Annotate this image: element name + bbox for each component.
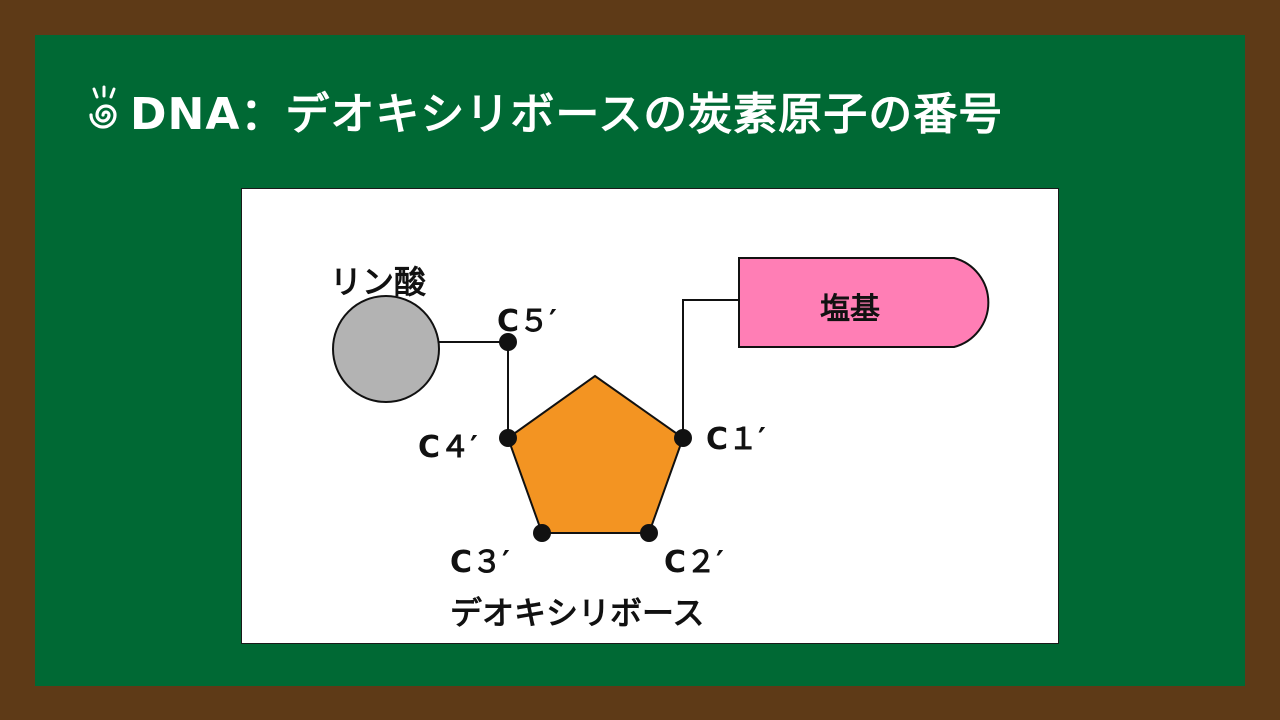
c5-dot bbox=[499, 333, 517, 351]
title-row: DNA：デオキシリボースの炭素原子の番号 bbox=[82, 78, 1003, 142]
c1-label: C１′ bbox=[706, 422, 766, 457]
c2-dot bbox=[640, 524, 658, 542]
phosphate-label: リン酸 bbox=[330, 263, 427, 301]
phosphate-circle bbox=[332, 295, 440, 403]
page-title: DNA：デオキシリボースの炭素原子の番号 bbox=[130, 89, 1004, 140]
c1-base-line bbox=[682, 299, 740, 438]
spiral-icon bbox=[89, 85, 117, 129]
c4-label: C４′ bbox=[418, 430, 478, 465]
c3-dot bbox=[533, 524, 551, 542]
sugar-label: デオキシリボース bbox=[450, 594, 705, 632]
c3-label: C３′ bbox=[450, 545, 510, 580]
base-label: 塩基 bbox=[820, 292, 880, 327]
base-box bbox=[738, 257, 990, 348]
c4-dot bbox=[499, 429, 517, 447]
deoxyribose-pentagon bbox=[506, 374, 685, 534]
c2-label: C２′ bbox=[664, 545, 724, 580]
c1-dot bbox=[674, 429, 692, 447]
c5-label: C５′ bbox=[497, 304, 557, 339]
